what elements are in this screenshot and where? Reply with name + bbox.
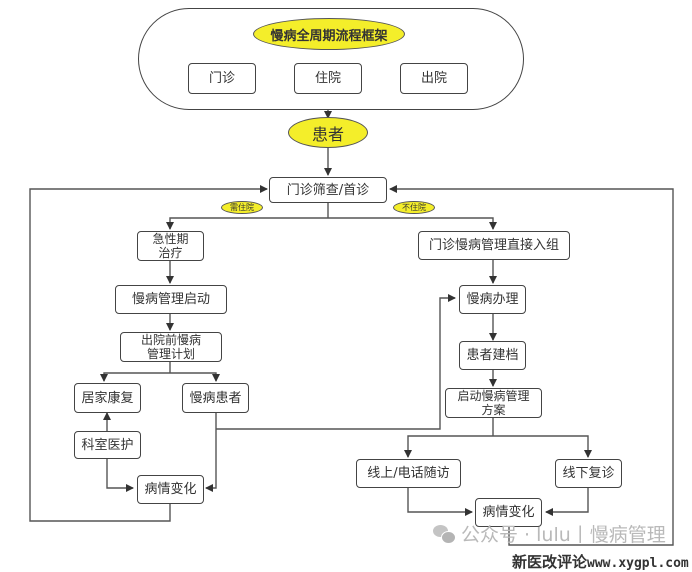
node-screening-label: 门诊筛查/首诊: [286, 182, 370, 198]
node-discharge-plan[interactable]: 出院前慢病 管理计划: [120, 332, 222, 362]
node-discharge-label: 出院: [420, 71, 447, 86]
node-inpatient[interactable]: 住院: [294, 63, 362, 94]
node-direct-enroll-label: 门诊慢病管理直接入组: [428, 238, 559, 253]
node-outpatient-label: 门诊: [208, 71, 235, 86]
badge-no-admission: 不住院: [393, 201, 435, 214]
node-patient-label: 患者: [311, 124, 344, 144]
loop-left-to-screening: [29, 185, 268, 522]
node-dept-care-label: 科室医护: [81, 437, 134, 453]
arrow-to-home-rehab: [100, 372, 170, 382]
node-chronic-handle-label: 慢病办理: [466, 292, 519, 307]
badge-need-admission-text: 需住院: [230, 203, 254, 212]
node-patient[interactable]: 患者: [288, 117, 368, 148]
framework-title: 慢病全周期流程框架: [253, 18, 405, 50]
node-discharge[interactable]: 出院: [400, 63, 468, 94]
arrow-to-direct-enroll: [328, 217, 497, 230]
node-patient-profile-label: 患者建档: [466, 348, 519, 363]
watermark-text: 公众号 · lulu丨慢病管理: [461, 524, 666, 546]
node-patient-profile[interactable]: 患者建档: [459, 341, 526, 370]
node-acute-treatment[interactable]: 急性期 治疗: [137, 231, 204, 261]
node-outpatient[interactable]: 门诊: [188, 63, 256, 94]
arrow-to-online: [404, 435, 493, 458]
node-home-rehab[interactable]: 居家康复: [74, 383, 141, 413]
node-chronic-handle[interactable]: 慢病办理: [459, 285, 526, 314]
node-chronic-patient-label: 慢病患者: [189, 390, 242, 406]
node-dept-care[interactable]: 科室医护: [74, 431, 141, 459]
node-acute-treatment-label: 急性期 治疗: [152, 232, 189, 260]
arrow-offline-to-change: [545, 488, 589, 516]
node-offline-visit[interactable]: 线下复诊: [555, 459, 622, 488]
framework-title-text: 慢病全周期流程框架: [270, 28, 388, 44]
arrow-dept-to-change: [106, 458, 134, 492]
arrow-to-acute: [166, 217, 328, 230]
badge-no-admission-text: 不住院: [402, 203, 426, 212]
line-chronic-to-handle: [216, 294, 456, 430]
arrow-to-chronic-patient: [170, 372, 220, 382]
node-online-followup-label: 线上/电话随访: [367, 466, 450, 481]
badge-need-admission: 需住院: [221, 201, 263, 214]
arrow-to-offline: [493, 435, 592, 458]
node-management-start-label: 慢病管理启动: [131, 292, 210, 307]
site-mark-url: www.xygpl.com: [587, 556, 689, 571]
node-inpatient-label: 住院: [314, 71, 341, 86]
node-screening[interactable]: 门诊筛查/首诊: [269, 177, 387, 203]
site-mark: 新医改评论www.xygpl.com: [512, 551, 689, 572]
node-start-plan-label: 启动慢病管理 方案: [457, 389, 530, 417]
watermark: 公众号 · lulu丨慢病管理: [433, 520, 666, 547]
node-online-followup[interactable]: 线上/电话随访: [356, 459, 461, 488]
arrow-chronic-to-change: [205, 413, 217, 492]
node-condition-change-right[interactable]: 病情变化: [475, 498, 542, 527]
node-condition-change-right-label: 病情变化: [482, 505, 535, 520]
site-mark-cn: 新医改评论: [512, 553, 588, 571]
node-management-start[interactable]: 慢病管理启动: [115, 285, 227, 314]
arrow-online-to-change: [407, 488, 473, 516]
wechat-icon: [433, 524, 456, 544]
node-discharge-plan-label: 出院前慢病 管理计划: [140, 333, 201, 361]
loop-right-to-screening: [389, 185, 674, 546]
node-condition-change-left[interactable]: 病情变化: [137, 475, 204, 504]
node-home-rehab-label: 居家康复: [81, 390, 134, 406]
node-offline-visit-label: 线下复诊: [562, 466, 615, 481]
node-chronic-patient[interactable]: 慢病患者: [182, 383, 249, 413]
node-start-plan[interactable]: 启动慢病管理 方案: [445, 388, 542, 418]
node-direct-enroll[interactable]: 门诊慢病管理直接入组: [418, 231, 570, 260]
node-condition-change-left-label: 病情变化: [144, 482, 197, 497]
